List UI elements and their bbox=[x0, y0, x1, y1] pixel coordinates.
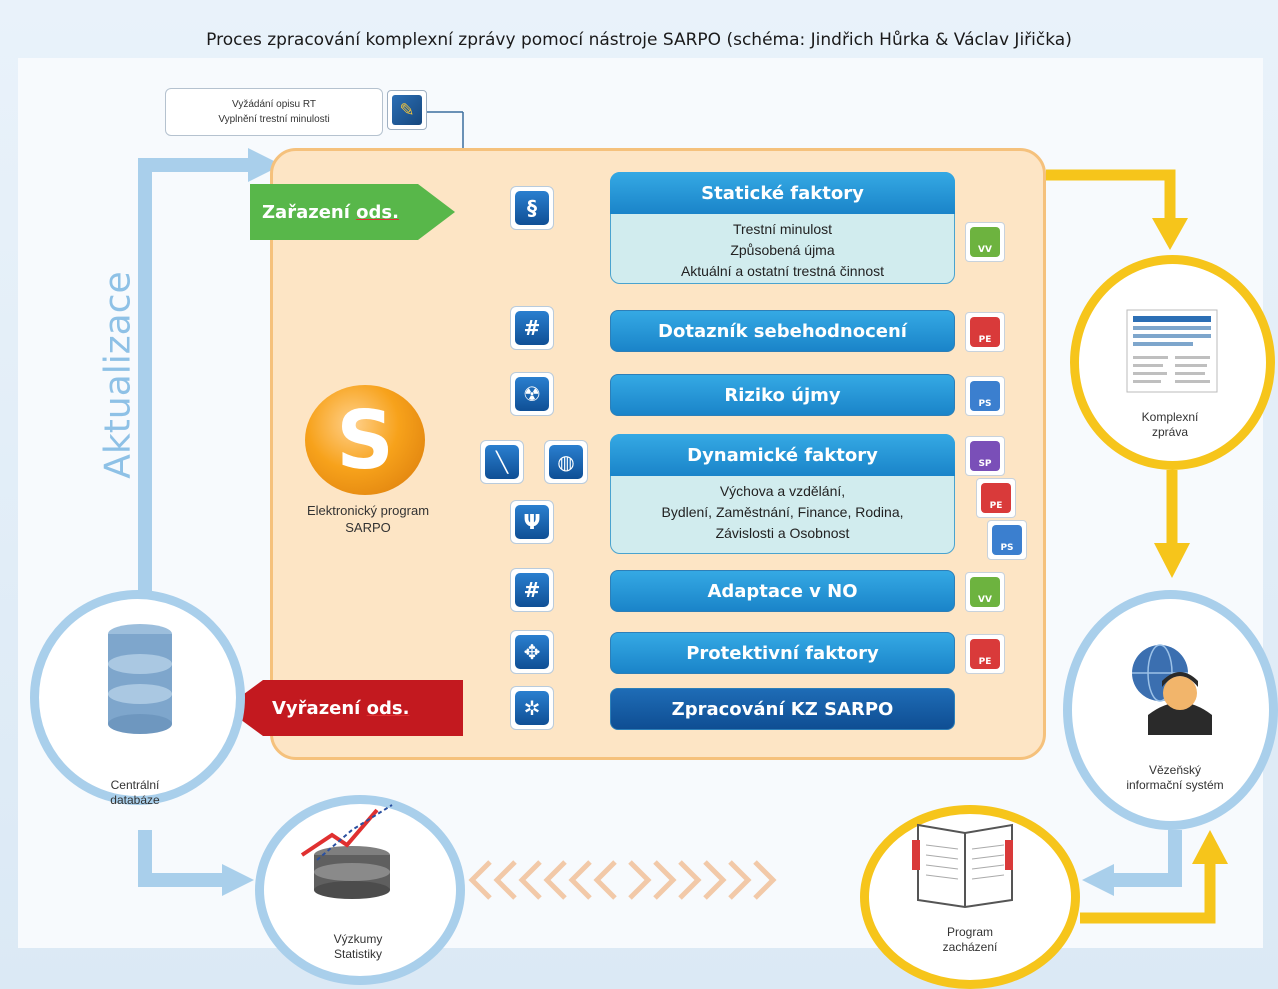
radiation-person-icon: ☢ bbox=[510, 372, 554, 416]
prison-system-label: Vězeňský informační systém bbox=[1095, 763, 1255, 793]
psi-person-icon: Ψ bbox=[510, 500, 554, 544]
admission-label: Zařazení ods. bbox=[262, 180, 432, 244]
questionnaire-bar: Dotazník sebehodnocení bbox=[610, 310, 955, 352]
hash-person-icon: # bbox=[510, 306, 554, 350]
harm-risk-bar: Riziko újmy bbox=[610, 374, 955, 416]
static-item: Aktuální a ostatní trestná činnost bbox=[680, 263, 885, 279]
research-label: Výzkumy Statistiky bbox=[308, 932, 408, 962]
db-line-2: databáze bbox=[110, 793, 160, 807]
research-line-2: Statistiky bbox=[333, 947, 382, 961]
update-label: Aktualizace bbox=[97, 271, 139, 479]
complex-report-label: Komplexní zpráva bbox=[1120, 410, 1220, 440]
report-to-system-arrowhead bbox=[1154, 543, 1190, 578]
badge-pe-icon: PE bbox=[965, 634, 1005, 674]
program-to-system-arrowhead bbox=[1192, 830, 1228, 864]
program-line-2b: zacházení bbox=[942, 940, 998, 954]
db-line-1: Centrální bbox=[110, 778, 160, 792]
db-to-research-arrowhead bbox=[222, 864, 254, 896]
program-line-2: SARPO bbox=[345, 520, 391, 535]
report-line-1: Komplexní bbox=[1141, 410, 1199, 424]
treatment-program-label: Program zacházení bbox=[915, 925, 1025, 955]
dynamic-item: Bydlení, Zaměstnání, Finance, Rodina, bbox=[661, 504, 904, 520]
diagram-caption: Proces zpracování komplexní zprávy pomoc… bbox=[206, 30, 1072, 50]
program-line-1: Elektronický program bbox=[306, 503, 430, 518]
static-factors-items: Trestní minulost Způsobená újma Aktuální… bbox=[611, 219, 954, 282]
admission-suffix: ods. bbox=[356, 201, 399, 223]
to-report-line bbox=[1046, 169, 1176, 220]
dynamic-factors-panel: Dynamické faktory Výchova a vzdělání, By… bbox=[610, 434, 955, 554]
program-caption: Elektronický program SARPO bbox=[278, 502, 458, 536]
request-box: Vyžádání opisu RT Vyplnění trestní minul… bbox=[165, 88, 383, 136]
static-item: Trestní minulost bbox=[732, 221, 833, 237]
release-suffix: ods. bbox=[366, 697, 410, 719]
static-factors-panel: Statické faktory Trestní minulost Způsob… bbox=[610, 172, 955, 284]
release-arrow bbox=[225, 680, 463, 736]
dynamic-factors-title: Dynamické faktory bbox=[610, 434, 955, 476]
system-line-2: informační systém bbox=[1126, 778, 1224, 792]
database-icon bbox=[108, 624, 172, 734]
processing-bar: Zpracování KZ SARPO bbox=[610, 688, 955, 730]
badge-sp-icon: SP bbox=[965, 436, 1005, 476]
book-icon bbox=[912, 823, 1013, 909]
request-line-1: Vyžádání opisu RT bbox=[232, 99, 316, 110]
hash-person-icon-adaptation: # bbox=[510, 568, 554, 612]
paragraph-person-icon: § bbox=[510, 186, 554, 230]
program-to-system-line bbox=[1080, 862, 1216, 924]
protective-factors-bar: Protektivní faktory bbox=[610, 632, 955, 674]
exchange-chevrons bbox=[468, 860, 777, 900]
badge-pe-icon: PE bbox=[976, 478, 1016, 518]
research-stats-icon bbox=[300, 804, 393, 899]
admission-arrow bbox=[250, 184, 455, 240]
badge-ps-icon: PS bbox=[987, 520, 1027, 560]
badge-vv-icon: VV bbox=[965, 222, 1005, 262]
static-factors-title: Statické faktory bbox=[610, 172, 955, 214]
static-item: Způsobená újma bbox=[730, 242, 835, 258]
adaptation-bar: Adaptace v NO bbox=[610, 570, 955, 612]
db-to-research-line bbox=[138, 830, 225, 887]
network-icon: ✲ bbox=[510, 686, 554, 730]
system-line-1: Vězeňský bbox=[1148, 763, 1202, 777]
tool-person-icon: ╲ bbox=[480, 440, 524, 484]
admission-text: Zařazení bbox=[262, 201, 350, 223]
sarpo-logo-letter: S bbox=[336, 393, 394, 487]
globe-person-icon: ◍ bbox=[544, 440, 588, 484]
research-line-1: Výzkumy bbox=[333, 932, 383, 946]
badge-vv-icon: VV bbox=[965, 572, 1005, 612]
sarpo-logo: S bbox=[305, 385, 425, 495]
request-line-2: Vyplnění trestní minulosti bbox=[218, 114, 330, 125]
badge-ps-icon: PS bbox=[965, 376, 1005, 416]
system-to-program-arrowhead bbox=[1082, 864, 1114, 896]
dynamic-item: Závislosti a Osobnost bbox=[715, 525, 850, 541]
badge-pe-icon: PE bbox=[965, 312, 1005, 352]
release-text: Vyřazení bbox=[272, 697, 361, 719]
release-label: Vyřazení ods. bbox=[272, 676, 462, 740]
report-line-2: zpráva bbox=[1151, 425, 1189, 439]
central-database-label: Centrální databáze bbox=[80, 778, 190, 808]
to-report-arrowhead bbox=[1152, 218, 1188, 250]
system-to-program-line bbox=[1110, 830, 1182, 887]
arrows-person-icon: ✥ bbox=[510, 630, 554, 674]
program-line-1: Program bbox=[946, 925, 993, 939]
complex-report-node bbox=[1070, 255, 1275, 470]
dynamic-item: Výchova a vzdělání, bbox=[719, 483, 846, 499]
report-document-icon bbox=[1126, 309, 1218, 393]
user-globe-icon bbox=[1132, 644, 1212, 735]
pen-document-icon: ✎ bbox=[387, 90, 427, 130]
update-loop-arrowhead bbox=[248, 148, 282, 182]
dynamic-factors-items: Výchova a vzdělání, Bydlení, Zaměstnání,… bbox=[611, 481, 954, 544]
update-loop-line bbox=[138, 158, 250, 595]
